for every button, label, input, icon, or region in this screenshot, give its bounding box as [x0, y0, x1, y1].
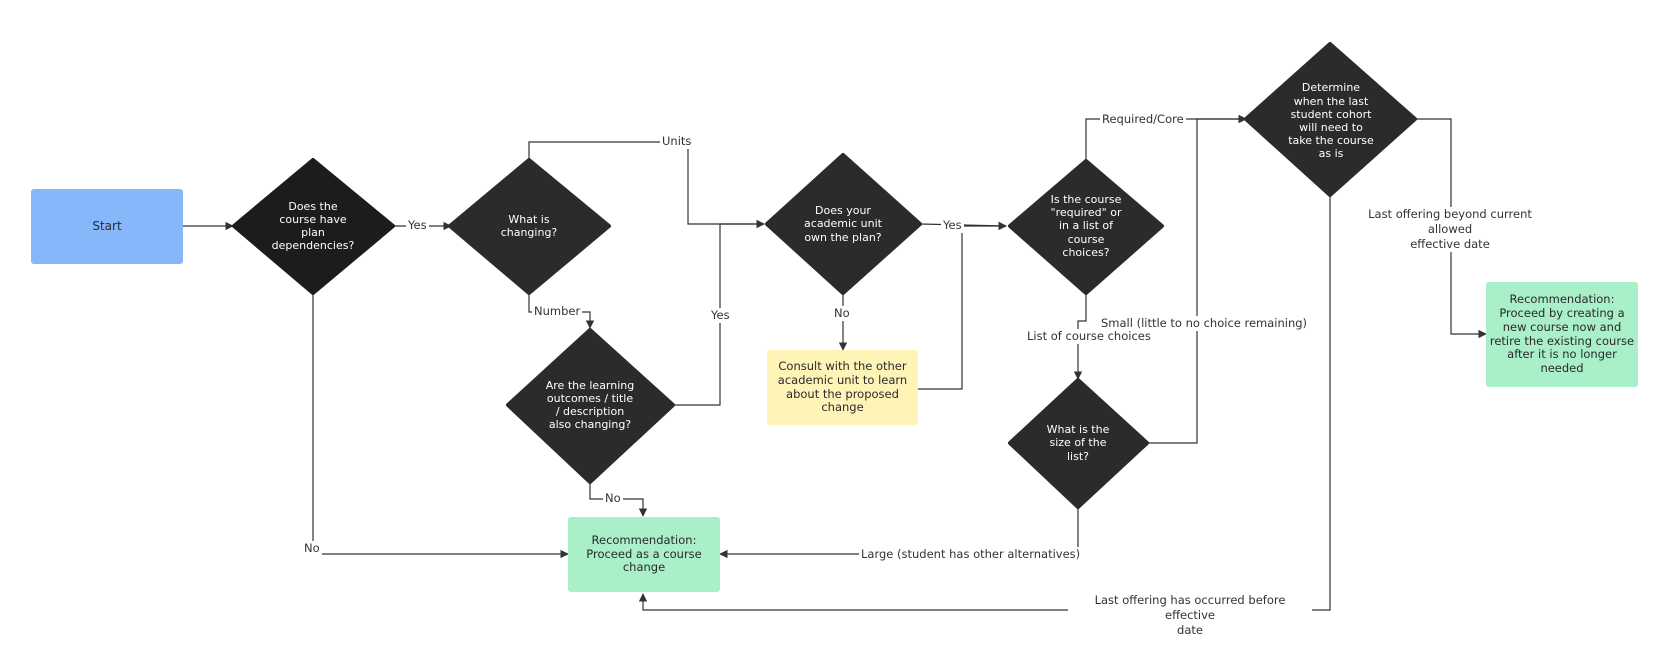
edge-label-beyond-date: Last offering beyond current allowed eff… [1348, 207, 1552, 252]
edge-label-list-of-choices: List of course choices [1025, 329, 1153, 344]
edge-label-no-dependencies: No [302, 541, 322, 556]
decision-unit-owns-plan[interactable] [765, 153, 922, 295]
start-node[interactable] [31, 189, 183, 264]
edge-label-units: Units [660, 134, 694, 149]
edge-label-before-date: Last offering has occurred before effect… [1068, 593, 1312, 638]
recommendation-course-change-node[interactable] [568, 517, 720, 592]
decision-learning-outcomes[interactable] [506, 328, 675, 484]
edge-required-core [1085, 114, 1247, 161]
edge-label-required-core: Required/Core [1100, 112, 1186, 127]
decision-last-cohort[interactable] [1244, 42, 1417, 197]
edge-label-yes-outcomes: Yes [709, 308, 732, 323]
consult-node[interactable] [767, 350, 918, 425]
decision-list-size[interactable] [1008, 378, 1149, 509]
edge-label-number: Number [532, 304, 583, 319]
recommendation-new-course-node[interactable] [1486, 282, 1638, 387]
edge-list-small [1147, 114, 1247, 444]
edge-label-no-outcomes: No [603, 491, 623, 506]
edge-label-no-owns: No [832, 306, 852, 321]
edge-cohort-before [638, 195, 1331, 611]
decision-plan-dependencies[interactable] [232, 158, 395, 295]
edge-label-yes-dependencies: Yes [406, 218, 429, 233]
edge-label-yes-owns: Yes [941, 218, 964, 233]
edge-label-large-list: Large (student has other alternatives) [859, 547, 1083, 562]
edge-consult-to-required [918, 221, 1007, 390]
decision-what-changing[interactable] [448, 158, 611, 295]
edge-label-small-list: Small (little to no choice remaining) [1099, 316, 1310, 331]
decision-course-required[interactable] [1008, 159, 1164, 295]
edge-required-list [1073, 293, 1087, 380]
